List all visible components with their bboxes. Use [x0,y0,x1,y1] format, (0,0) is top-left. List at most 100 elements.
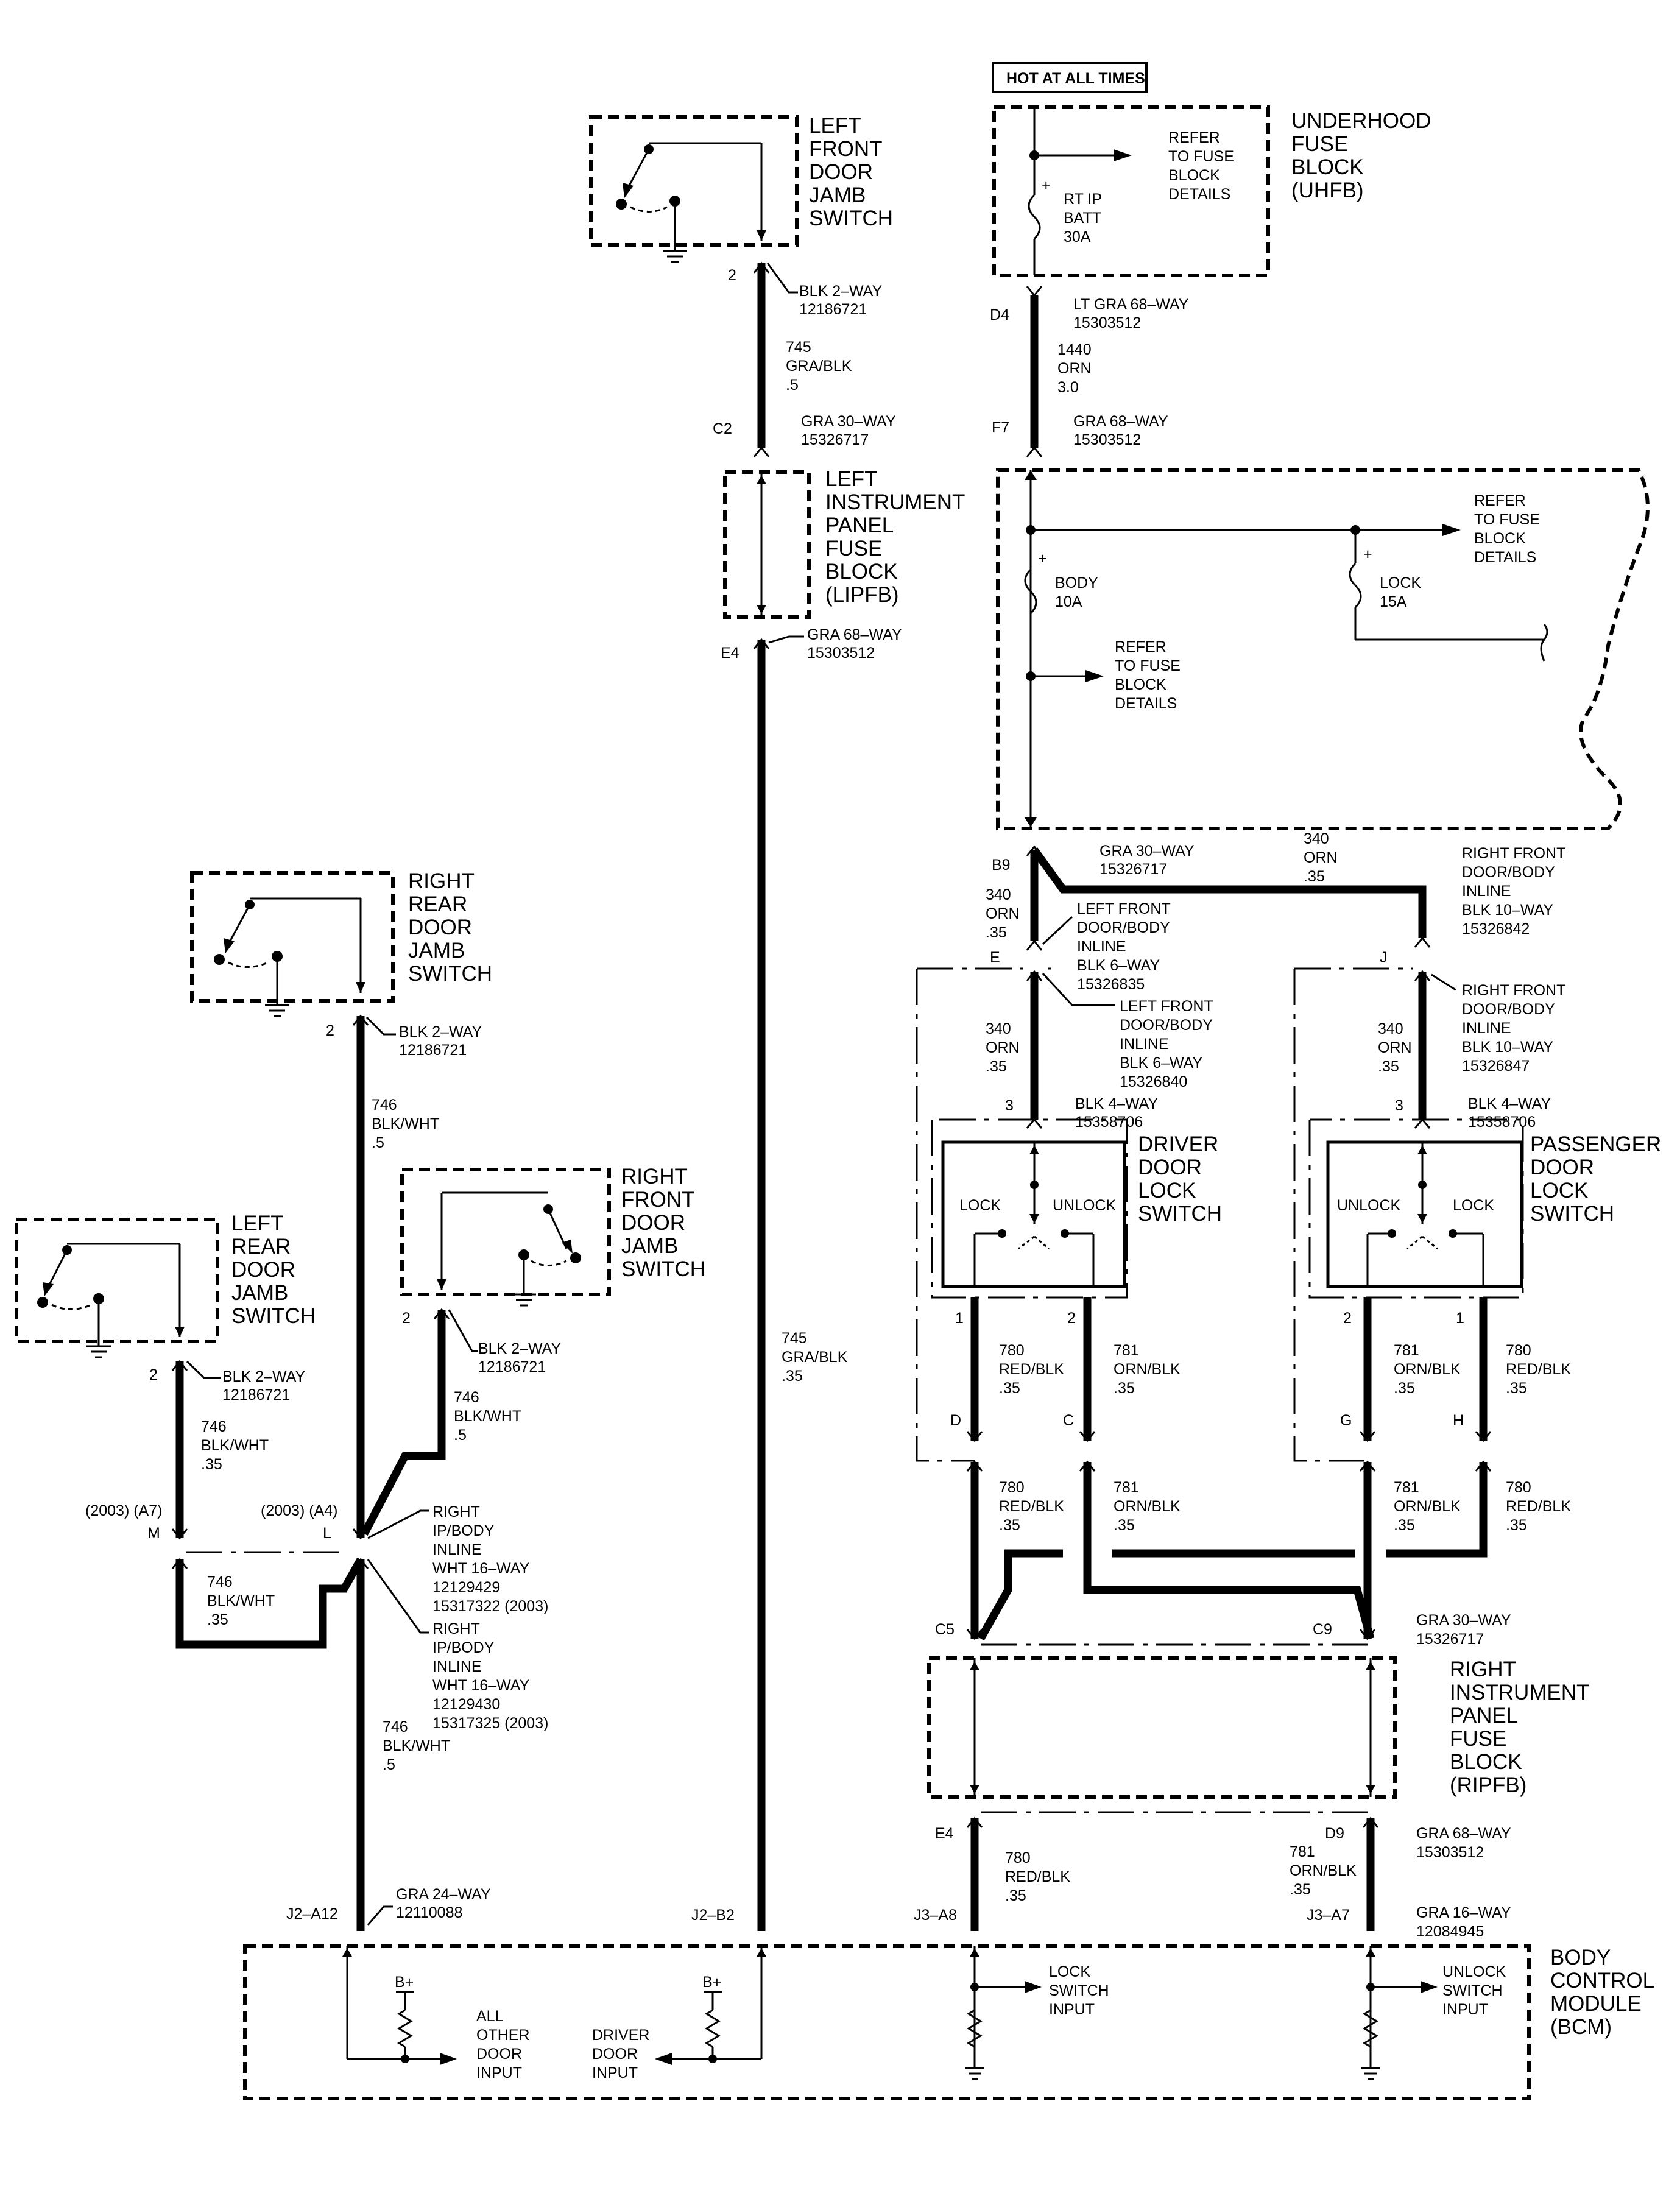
pin-c: C [1063,1412,1074,1429]
pin-h: H [1453,1412,1464,1429]
wire-746-lr-label: 746 BLK/WHT .35 [201,1418,273,1473]
wire-780-p1-label: 780 RED/BLK .35 [1506,1342,1575,1397]
conn-blk4way-p: BLK 4–WAY 15358706 [1468,1095,1555,1131]
conn-rip-inline-b: RIGHT IP/BODY INLINE WHT 16–WAY 12129430… [432,1620,548,1732]
right-ip-fuse-block [927,1656,1397,1799]
rt-ip-batt-fuse-label: RT IP BATT 30A [1064,191,1106,245]
left-ip-fuse-block [723,470,811,619]
driver-door-lock-switch [941,1140,1126,1288]
wire-746-rr-label: 746 BLK/WHT .5 [372,1096,443,1151]
bplus-driver: B+ [702,1974,721,1991]
wire-781-d1-label: 781 ORN/BLK .35 [1114,1342,1185,1397]
pin-j2-a12: J2–A12 [286,1905,338,1922]
uhfb-refer-text: REFER TO FUSE BLOCK DETAILS [1168,129,1238,203]
svg-text:+: + [1038,550,1047,567]
wire-746-rf [361,1310,446,1536]
wire-745-top-label: 745 GRA/BLK .5 [786,339,856,394]
wire-746-bot-label: 746 BLK/WHT .5 [383,1718,454,1773]
pin-d4: D4 [990,306,1009,323]
pin-b9: B9 [992,856,1011,874]
conn-gra68-d9: GRA 68–WAY 15303512 [1416,1825,1515,1861]
passenger-door-lock-switch [1326,1140,1523,1288]
pin-p3: 3 [1395,1097,1403,1114]
conn-gra30-c9: GRA 30–WAY 15326717 [1416,1612,1515,1648]
hot-at-all-times-label: HOT AT ALL TIMES [1006,70,1145,87]
conn-gra16: GRA 16–WAY 12084945 [1416,1904,1515,1940]
driver-door-input-label: DRIVER DOOR INPUT [592,2027,654,2081]
wire-781-bot-label: 781 ORN/BLK .35 [1290,1843,1361,1898]
driver-lock-switch-label: DRIVER DOOR LOCK SWITCH [1138,1132,1224,1226]
uhfb-label: UNDERHOOD FUSE BLOCK (UHFB) [1291,109,1437,202]
pin-d-1: 1 [955,1310,964,1327]
hot-at-all-times-box [992,62,1148,93]
lr-jamb-label: LEFT REAR DOOR JAMB SWITCH [231,1212,316,1328]
pin-m: M [147,1525,160,1542]
wire-745-long-label: 745 GRA/BLK .35 [782,1330,852,1385]
wire-746-rf-label: 746 BLK/WHT .5 [454,1389,526,1444]
pin-d: D [950,1412,961,1429]
passenger-lock-label: LOCK [1453,1197,1494,1214]
wire-780-d1-label: 780 RED/BLK .35 [999,1342,1068,1397]
bplus-all-other: B+ [395,1974,414,1991]
pin-e4: E4 [721,644,739,662]
wire-780-p2 [1386,1462,1488,1558]
conn-blk2way-lf: BLK 2–WAY 12186721 [799,283,886,318]
pin-p-2: 2 [1343,1310,1352,1327]
left-rear-door-jamb-switch [15,1218,219,1358]
conn-gra68-f7: GRA 68–WAY 15303512 [1073,413,1172,448]
wire-340-top-label: 340 ORN .35 [1304,830,1342,885]
wire-781-p2-label: 781 ORN/BLK .35 [1394,1479,1465,1534]
passenger-unlock-label: UNLOCK [1337,1197,1401,1214]
wire-746-m-label: 746 BLK/WHT .35 [207,1573,279,1628]
svg-text:+: + [1363,546,1372,563]
bcm-label: BODY CONTROL MODULE (BCM) [1550,1946,1660,2039]
ripfb-label: RIGHT INSTRUMENT PANEL FUSE BLOCK (RIPFB… [1450,1658,1595,1797]
driver-door-region [916,967,1051,1462]
pin-c9: C9 [1313,1621,1332,1638]
lipfb-label: LEFT INSTRUMENT PANEL FUSE BLOCK (LIPFB) [825,467,971,607]
underhood-fuse-block: + [992,105,1270,277]
rf-jamb-label: RIGHT FRONT DOOR JAMB SWITCH [621,1165,705,1281]
wire-340-j-label: 340 ORN .35 [1378,1020,1416,1075]
wire-340-e-label: 340 ORN .35 [986,1020,1024,1075]
pin-j2-b2: J2–B2 [691,1907,735,1924]
wire-780-p2-label: 780 RED/BLK .35 [1506,1479,1575,1534]
wire-781-p1-label: 781 ORN/BLK .35 [1394,1342,1465,1397]
pin-rr: 2 [326,1022,334,1039]
ip-refer-text-1: REFER TO FUSE BLOCK DETAILS [1474,492,1544,566]
pin-a4: (2003) (A4) [261,1502,337,1519]
lf-jamb-label: LEFT FRONT DOOR JAMB SWITCH [809,114,893,230]
passenger-lock-switch-label: PASSENGER DOOR LOCK SWITCH [1530,1132,1667,1226]
body-fuse-label: BODY 10A [1055,574,1102,610]
rr-jamb-label: RIGHT REAR DOOR JAMB SWITCH [408,869,492,986]
conn-gra30-b9: GRA 30–WAY 15326717 [1099,842,1198,878]
conn-gra30-c2: GRA 30–WAY 15326717 [801,413,900,448]
svg-text:+: + [1042,177,1051,194]
right-front-door-jamb-switch [400,1168,611,1307]
conn-blk2way-rr: BLK 2–WAY 12186721 [399,1023,486,1059]
unlock-switch-input-label: UNLOCK SWITCH INPUT [1442,1963,1510,2018]
pin-p-1: 1 [1456,1310,1464,1327]
wire-1440-label: 1440 ORN 3.0 [1057,341,1096,396]
conn-gra24: GRA 24–WAY 12110088 [396,1886,495,1921]
pin-f7: F7 [992,419,1009,436]
passenger-door-region [1293,967,1413,1462]
left-front-door-jamb-switch [589,115,799,263]
conn-rf-inline-a: RIGHT FRONT DOOR/BODY INLINE BLK 10–WAY … [1462,845,1570,937]
pin-l: L [323,1525,331,1542]
ip-refer-text-2: REFER TO FUSE BLOCK DETAILS [1115,638,1185,712]
lock-switch-input-label: LOCK SWITCH INPUT [1049,1963,1114,2018]
wire-340-b9-label: 340 ORN .35 [986,886,1024,941]
pin-j3-a7: J3–A7 [1307,1907,1350,1924]
pin-g: G [1340,1412,1352,1429]
conn-rip-inline-a: RIGHT IP/BODY INLINE WHT 16–WAY 12129429… [432,1503,548,1615]
all-other-door-input-label: ALL OTHER DOOR INPUT [476,2008,534,2081]
conn-lf-inline-a: LEFT FRONT DOOR/BODY INLINE BLK 6–WAY 15… [1077,900,1174,993]
wire-780-bot-label: 780 RED/BLK .35 [1005,1849,1075,1904]
lock-fuse-label: LOCK 15A [1380,574,1425,610]
conn-rf-inline-b: RIGHT FRONT DOOR/BODY INLINE BLK 10–WAY … [1462,982,1570,1075]
pin-j: J [1380,949,1388,966]
pin-e: E [990,949,1000,966]
pin-e4-r: E4 [935,1825,954,1842]
